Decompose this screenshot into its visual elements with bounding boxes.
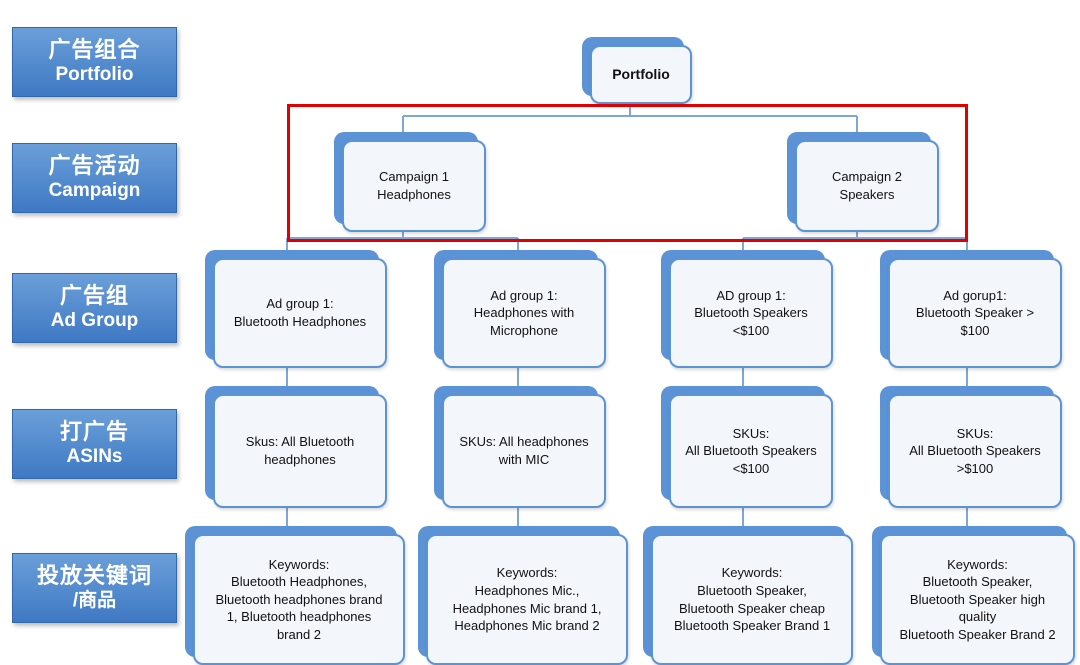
level-badge-keywords: 投放关键词 /商品 (12, 553, 177, 623)
node-label: Ad gorup1: Bluetooth Speaker > $100 (915, 287, 1035, 338)
node-front-card: Skus: All Bluetooth headphones (213, 394, 387, 508)
campaign-highlight-box (287, 104, 968, 242)
node-keywords-4: Keywords: Bluetooth Speaker, Bluetooth S… (872, 526, 1075, 665)
level-badge-portfolio: 广告组合 Portfolio (12, 27, 177, 97)
node-label: AD group 1: Bluetooth Speakers <$100 (694, 287, 808, 338)
level-label-en: /商品 (72, 589, 117, 611)
node-ad-group-1: Ad group 1: Bluetooth Headphones (205, 250, 387, 368)
level-label-zh: 广告组合 (48, 38, 141, 64)
node-label: SKUs: All Bluetooth Speakers <$100 (685, 425, 817, 476)
node-front-card: Ad group 1: Bluetooth Headphones (213, 258, 387, 368)
level-label-zh: 广告活动 (48, 154, 141, 180)
level-label-en: Ad Group (50, 309, 139, 331)
node-label: SKUs: All Bluetooth Speakers >$100 (909, 425, 1041, 476)
level-label-zh: 广告组 (59, 284, 129, 310)
connector-campaign1-adgroups (286, 232, 519, 250)
node-label: Ad group 1: Bluetooth Headphones (233, 296, 367, 329)
node-ad-group-3: AD group 1: Bluetooth Speakers <$100 (661, 250, 833, 368)
level-label-en: Campaign (48, 179, 141, 201)
node-keywords-3: Keywords: Bluetooth Speaker, Bluetooth S… (643, 526, 853, 665)
node-front-card: Ad group 1: Headphones with Microphone (442, 258, 606, 368)
connector-portfolio-campaigns (402, 104, 858, 132)
node-label: Campaign 2 Speakers (831, 169, 903, 202)
node-label: Campaign 1 Headphones (377, 169, 451, 202)
node-front-card: Keywords: Headphones Mic., Headphones Mi… (426, 534, 628, 665)
level-label-en: Portfolio (55, 63, 134, 85)
node-asins-1: Skus: All Bluetooth headphones (205, 386, 387, 508)
connector-campaign2-adgroups (742, 232, 968, 250)
node-asins-4: SKUs: All Bluetooth Speakers >$100 (880, 386, 1062, 508)
node-keywords-1: Keywords: Bluetooth Headphones, Bluetoot… (185, 526, 405, 665)
node-campaign-2: Campaign 2 Speakers (787, 132, 939, 232)
node-label: SKUs: All headphones with MIC (459, 434, 589, 467)
node-asins-3: SKUs: All Bluetooth Speakers <$100 (661, 386, 833, 508)
connector-asins-keywords (286, 508, 968, 526)
node-front-card: SKUs: All Bluetooth Speakers >$100 (888, 394, 1062, 508)
connector-adgroups-asins (286, 368, 968, 386)
node-ad-group-4: Ad gorup1: Bluetooth Speaker > $100 (880, 250, 1062, 368)
node-label: Ad group 1: Headphones with Microphone (473, 287, 575, 338)
level-badge-campaign: 广告活动 Campaign (12, 143, 177, 213)
node-label: Skus: All Bluetooth headphones (245, 434, 355, 467)
node-front-card: Keywords: Bluetooth Speaker, Bluetooth S… (880, 534, 1075, 665)
node-label: Keywords: Headphones Mic., Headphones Mi… (452, 565, 602, 634)
level-badge-ad-group: 广告组 Ad Group (12, 273, 177, 343)
node-front-card: Portfolio (590, 45, 692, 104)
node-label: Keywords: Bluetooth Speaker, Bluetooth S… (899, 556, 1056, 642)
node-asins-2: SKUs: All headphones with MIC (434, 386, 606, 508)
node-front-card: Campaign 1 Headphones (342, 140, 486, 232)
node-keywords-2: Keywords: Headphones Mic., Headphones Mi… (418, 526, 628, 665)
node-label: Keywords: Bluetooth Speaker, Bluetooth S… (673, 565, 831, 634)
node-front-card: Keywords: Bluetooth Speaker, Bluetooth S… (651, 534, 853, 665)
node-front-card: Ad gorup1: Bluetooth Speaker > $100 (888, 258, 1062, 368)
node-front-card: AD group 1: Bluetooth Speakers <$100 (669, 258, 833, 368)
node-label: Keywords: Bluetooth Headphones, Bluetoot… (215, 556, 383, 642)
level-label-zh: 投放关键词 (36, 564, 152, 590)
node-front-card: SKUs: All Bluetooth Speakers <$100 (669, 394, 833, 508)
node-ad-group-2: Ad group 1: Headphones with Microphone (434, 250, 606, 368)
node-portfolio: Portfolio (582, 37, 692, 104)
level-label-zh: 打广告 (59, 420, 129, 446)
level-badge-asins: 打广告 ASINs (12, 409, 177, 479)
node-front-card: Keywords: Bluetooth Headphones, Bluetoot… (193, 534, 405, 665)
node-front-card: Campaign 2 Speakers (795, 140, 939, 232)
node-label: Portfolio (612, 66, 670, 83)
level-label-en: ASINs (66, 445, 123, 467)
node-front-card: SKUs: All headphones with MIC (442, 394, 606, 508)
node-campaign-1: Campaign 1 Headphones (334, 132, 486, 232)
